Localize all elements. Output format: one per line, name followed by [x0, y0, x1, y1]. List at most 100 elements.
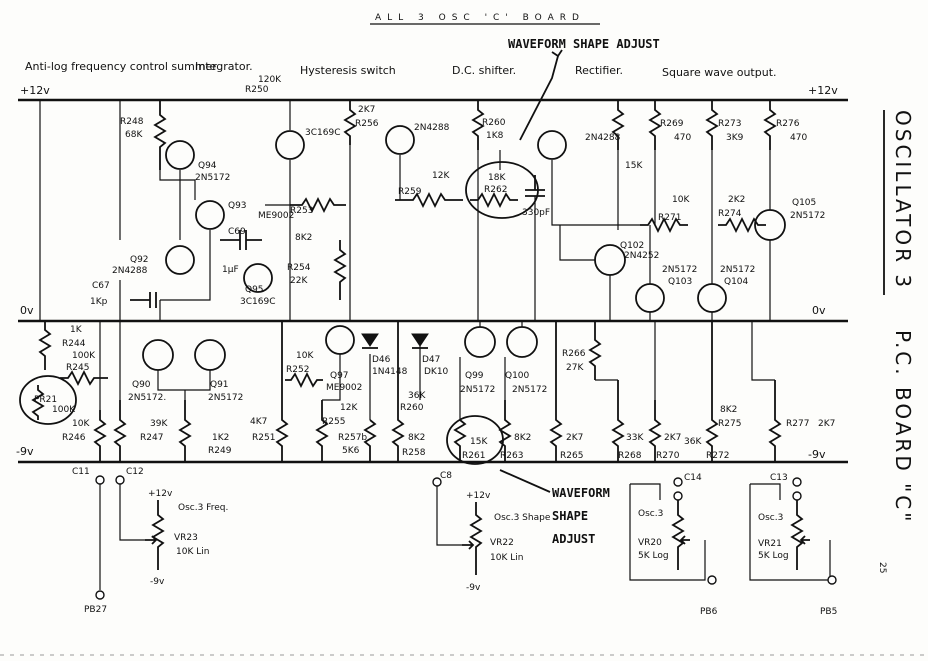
vr21-value: 5K Log: [758, 551, 789, 561]
d46-type: 1N4148: [372, 367, 408, 377]
connector-c8-label: C8: [440, 471, 452, 481]
vr21-ref: VR21: [758, 539, 782, 549]
resistor-r263: [498, 400, 512, 462]
wire-square-output: [559, 150, 771, 321]
transistor-q100: [506, 326, 538, 358]
d47-type: DK10: [424, 367, 449, 377]
wire-vr21-box: [749, 483, 831, 581]
q97-type: ME9002: [326, 383, 362, 393]
annotation-adjust: ADJUST: [552, 532, 595, 546]
vr22-rail-neg: -9v: [466, 583, 481, 593]
stage-label-dc-shifter: D.C. shifter.: [452, 64, 516, 77]
q101-type: 2N4288: [585, 133, 621, 143]
r245-value: 100K: [72, 351, 96, 361]
r273-value: 3K9: [726, 133, 744, 143]
r252-ref: R252: [286, 365, 309, 375]
rail-zero-label: 0v: [20, 304, 34, 317]
resistor-r272: [705, 321, 719, 462]
r273-ref: R273: [718, 119, 741, 129]
q95-ref: Q95: [245, 285, 264, 295]
annotation-waveform: WAVEFORM: [552, 486, 610, 500]
transistor-q104: [697, 283, 727, 313]
q105-ref: Q105: [792, 198, 816, 208]
q105-type: 2N5172: [790, 211, 825, 221]
r258-ref: R258: [402, 448, 426, 458]
vr23-rail-pos: +12v: [148, 489, 173, 499]
pin-pb5-label: PB5: [820, 607, 837, 617]
d46-ref: D46: [372, 355, 391, 365]
r271-ref: R271: [658, 213, 681, 223]
stage-label-summer: Anti-log frequency control summer: [25, 60, 217, 73]
vr22-rail-pos: +12v: [466, 491, 491, 501]
r257b-ref: R257b: [338, 433, 367, 443]
q95-type: 3C169C: [240, 297, 275, 307]
pin-pb5: [827, 575, 837, 585]
resistor-r245: [60, 369, 108, 387]
connector-c14-2: [673, 491, 683, 501]
r269-value: 470: [674, 133, 691, 143]
annotation-circle-pr21: [19, 375, 77, 425]
vr22-label: Osc.3 Shape: [494, 513, 551, 523]
r275-value: 8K2: [720, 405, 737, 415]
vr20-label: Osc.3: [638, 509, 663, 519]
connector-c14-label: C14: [684, 473, 702, 483]
capacitor-c70: [525, 175, 545, 197]
r268-value: 33K: [626, 433, 644, 443]
connector-c12: [115, 475, 125, 485]
pot-vr20: [671, 500, 685, 570]
pin-pb27-label: PB27: [84, 605, 107, 615]
transistor-q94: [165, 140, 195, 170]
r277-value: 2K7: [818, 419, 835, 429]
resistor-r248: [153, 100, 167, 170]
r270-ref: R270: [656, 451, 680, 461]
r248-ref: R248: [120, 117, 144, 127]
resistor-r253: [290, 196, 346, 214]
q102-type: 2N4252: [624, 251, 659, 261]
q97-ref: Q97: [330, 371, 349, 381]
r245-ref: R245: [66, 363, 89, 373]
c69-ref: C69: [228, 227, 246, 237]
resistor-r259: [395, 191, 463, 209]
r277-ref: R277: [786, 419, 809, 429]
resistor-r276: [763, 100, 777, 150]
r247-ref: R247: [140, 433, 163, 443]
r274-ref: R274: [718, 209, 742, 219]
wire-c8: [436, 486, 462, 546]
r276-value: 470: [790, 133, 807, 143]
q94-type: 2N5172: [195, 173, 230, 183]
q90-type: 2N5172.: [128, 393, 166, 403]
vr23-ref: VR23: [174, 533, 198, 543]
resistor-r268: [611, 380, 625, 462]
r251-ref: R251: [252, 433, 275, 443]
vr20-value: 5K Log: [638, 551, 669, 561]
d47-ref: D47: [422, 355, 440, 365]
rail-pos-label-right: +12v: [808, 84, 838, 97]
resistor-r251: [275, 321, 289, 462]
resistor-r261: [453, 419, 467, 462]
annotation-waveform-shape-adjust-top: WAVEFORM SHAPE ADJUST: [508, 37, 660, 51]
r271-value: 10K: [672, 195, 690, 205]
r253-ref: R253: [290, 206, 313, 216]
resistor-r258: [391, 321, 405, 462]
wire-bottom: [99, 321, 656, 420]
wire-hysteresis-left: [265, 100, 291, 321]
transistor-q96: [275, 130, 305, 160]
connector-c8: [432, 477, 442, 487]
r268-ref: R268: [618, 451, 642, 461]
pr21-ref: PR21: [34, 395, 57, 405]
r244-value: 1K: [70, 325, 83, 335]
transistor-q93: [195, 200, 225, 230]
resistor-r265: [549, 321, 563, 462]
c67-ref: C67: [92, 281, 110, 291]
resistor-r244: [38, 321, 52, 370]
rail-neg-label-right: -9v: [808, 448, 826, 461]
r246-ref: R246: [62, 433, 86, 443]
vr22-value: 10K Lin: [490, 553, 523, 563]
annotation-shape: SHAPE: [552, 509, 588, 523]
pin-pb6: [707, 575, 717, 585]
side-title-oscillator: OSCILLATOR 3: [891, 110, 915, 290]
transistor-q101: [537, 130, 567, 160]
q92-ref: Q92: [130, 255, 149, 265]
pot-vr21-wiper: [799, 535, 810, 545]
